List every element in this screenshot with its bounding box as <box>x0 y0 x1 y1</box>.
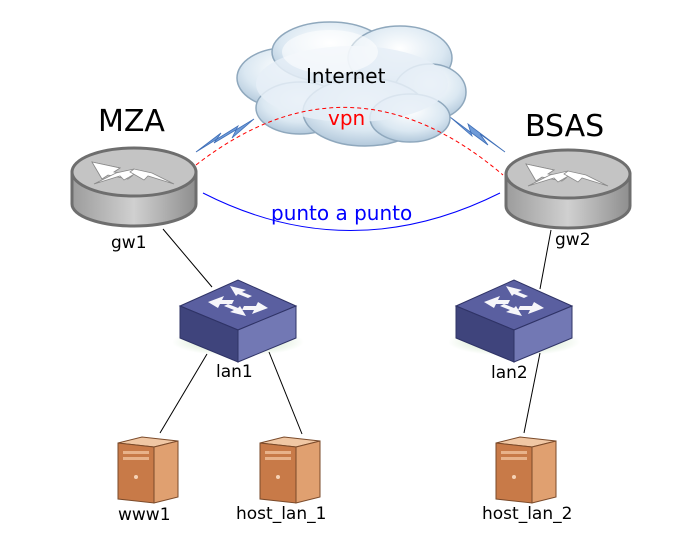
www1-label: www1 <box>118 505 171 525</box>
lightning-right-icon <box>449 116 506 153</box>
vpn-link <box>195 107 504 176</box>
server-host-lan-2-icon <box>495 436 557 504</box>
router-gw1-icon <box>70 146 198 228</box>
switch-lan1-icon <box>172 279 304 363</box>
lightning-left-icon <box>195 118 255 153</box>
p2p-link <box>202 192 501 231</box>
cloud-label: Internet <box>306 64 386 88</box>
switch-lan2-icon <box>448 279 580 363</box>
internet-cloud-icon <box>236 21 467 147</box>
vpn-label: vpn <box>328 106 365 130</box>
server-host-lan-1-icon <box>259 436 321 504</box>
link-lan1-host-lan-1 <box>268 351 303 435</box>
host-lan-1-label: host_lan_1 <box>236 504 326 524</box>
links <box>159 228 552 435</box>
link-lan1-www1 <box>159 353 208 434</box>
link-gw2-lan2 <box>539 229 552 290</box>
lan1-label: lan1 <box>216 362 253 382</box>
site-label-left: MZA <box>98 104 165 139</box>
host-lan-2-label: host_lan_2 <box>482 504 572 524</box>
lan2-label: lan2 <box>491 363 528 383</box>
gw1-label: gw1 <box>111 233 147 253</box>
router-gw2-icon <box>504 148 632 230</box>
server-www1-icon <box>117 436 179 504</box>
link-gw1-lan1 <box>162 228 213 288</box>
site-label-right: BSAS <box>525 109 604 144</box>
link-lan2-host-lan-2 <box>523 352 541 434</box>
p2p-label: punto a punto <box>271 201 412 225</box>
gw2-label: gw2 <box>555 230 591 250</box>
